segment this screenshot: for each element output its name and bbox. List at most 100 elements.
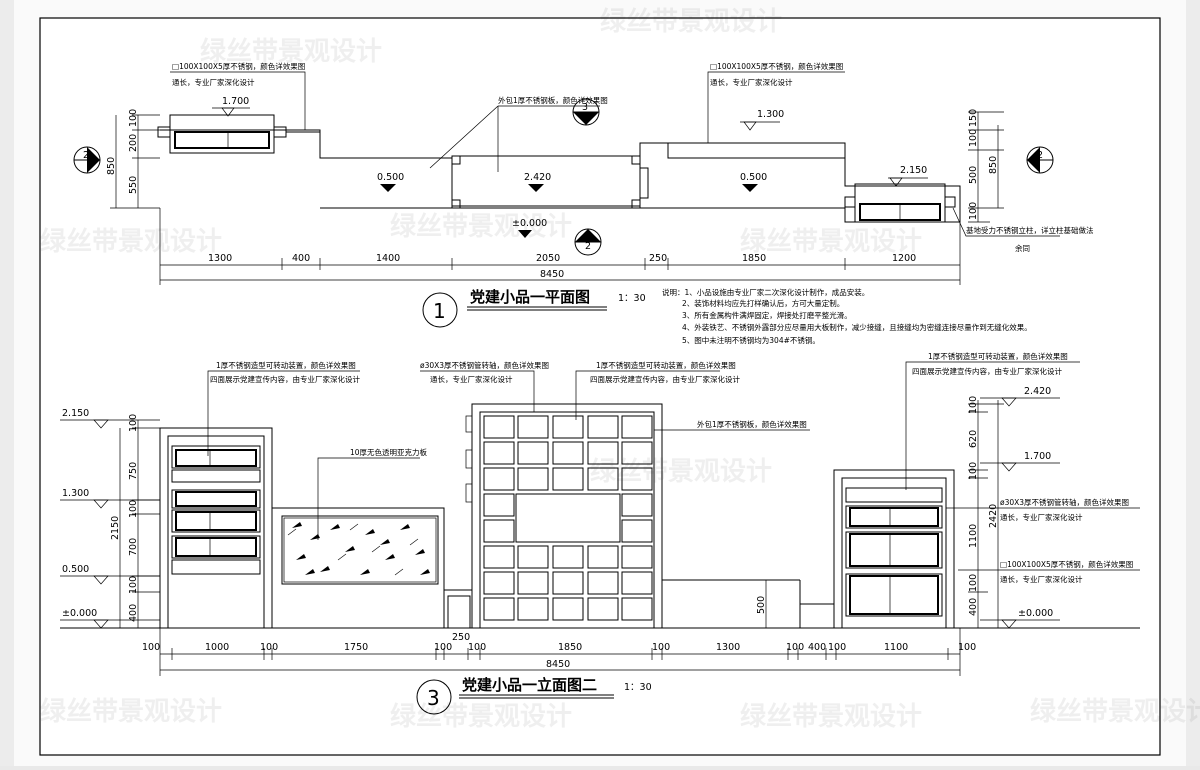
- grid-cell: [587, 441, 619, 465]
- svg-text:1300: 1300: [208, 253, 232, 264]
- grid-cell: [517, 571, 549, 595]
- watermark-text: 绿丝带景观设计: [740, 702, 922, 732]
- svg-text:党建小品一立面图二: 党建小品一立面图二: [462, 676, 597, 694]
- svg-text:8450: 8450: [546, 659, 570, 670]
- svg-text:说明：1、小品设施由专业厂家二次深化设计制作，成品安装。: 说明：1、小品设施由专业厂家二次深化设计制作，成品安装。: [662, 287, 869, 297]
- grid-cell: [621, 545, 653, 569]
- elevation-view: 2.150 1.300 0.500 ±0.000 100 750 2150 10…: [60, 351, 1140, 715]
- grid-cell: [483, 545, 515, 569]
- svg-text:通长，专业厂家深化设计: 通长，专业厂家深化设计: [710, 77, 793, 87]
- svg-text:250: 250: [649, 253, 667, 264]
- svg-text:550: 550: [128, 176, 139, 194]
- svg-text:2420: 2420: [988, 504, 999, 528]
- watermark-text: 绿丝带景观设计: [1030, 697, 1200, 727]
- svg-text:100: 100: [968, 396, 979, 414]
- grid-cell: [517, 467, 549, 491]
- svg-text:100: 100: [786, 642, 804, 653]
- svg-text:250: 250: [452, 632, 470, 643]
- grid-cell: [552, 597, 584, 621]
- svg-text:100: 100: [468, 642, 486, 653]
- svg-text:ø30X3厚不锈钢管转轴，颜色详效果图: ø30X3厚不锈钢管转轴，颜色详效果图: [1000, 497, 1129, 507]
- svg-text:1100: 1100: [884, 642, 908, 653]
- svg-text:2.420: 2.420: [1024, 386, 1051, 397]
- grid-cell: [587, 597, 619, 621]
- grid-cell: [621, 493, 653, 517]
- watermark-text: 绿丝带景观设计: [740, 227, 922, 257]
- grid-cell: [621, 597, 653, 621]
- grid-cell: [621, 441, 653, 465]
- svg-text:±0.000: ±0.000: [62, 608, 97, 619]
- svg-text:基地受力不锈钢立柱，详立柱基础做法: 基地受力不锈钢立柱，详立柱基础做法: [966, 225, 1094, 235]
- grid-cell: [621, 467, 653, 491]
- svg-text:500: 500: [756, 596, 767, 614]
- svg-text:1000: 1000: [205, 642, 229, 653]
- svg-text:100: 100: [142, 642, 160, 653]
- svg-text:850: 850: [106, 157, 117, 175]
- svg-text:1300: 1300: [716, 642, 740, 653]
- watermark-text: 绿丝带景观设计: [390, 212, 572, 242]
- svg-text:ø30X3厚不锈钢管转轴，颜色详效果图: ø30X3厚不锈钢管转轴，颜色详效果图: [420, 360, 549, 370]
- svg-text:1：30: 1：30: [618, 293, 646, 304]
- watermarks: 绿丝带景观设计 绿丝带景观设计 绿丝带景观设计 绿丝带景观设计 绿丝带景观设计 …: [40, 7, 1200, 732]
- watermark-text: 绿丝带景观设计: [600, 7, 782, 37]
- elev-right-levels: 2.420 1.700 ±0.000 100 620 100 2420 1100…: [968, 386, 1060, 629]
- elev-left-levels: 2.150 1.300 0.500 ±0.000 100 750 2150 10…: [60, 408, 160, 629]
- watermark-text: 绿丝带景观设计: [590, 457, 772, 487]
- elevation-label: 0.500: [740, 172, 767, 183]
- svg-text:700: 700: [128, 538, 139, 556]
- watermark-text: 绿丝带景观设计: [390, 702, 572, 732]
- plan-left-dimensions: 100 200 850 550: [106, 109, 160, 209]
- svg-text:750: 750: [128, 462, 139, 480]
- grid-cell: [483, 493, 515, 517]
- svg-text:0.500: 0.500: [62, 564, 89, 575]
- svg-text:1厚不锈钢造型可转动装置，颜色详效果图: 1厚不锈钢造型可转动装置，颜色详效果图: [216, 360, 356, 370]
- grid-cell: [587, 545, 619, 569]
- svg-text:1.300: 1.300: [62, 488, 89, 499]
- grid-cell: [552, 571, 584, 595]
- svg-text:3: 3: [427, 686, 440, 710]
- svg-text:外包1厚不锈钢板，颜色详效果图: 外包1厚不锈钢板，颜色详效果图: [697, 419, 807, 429]
- section-symbol-right: 2: [1026, 146, 1054, 174]
- elevation-label: 2.150: [900, 165, 927, 176]
- svg-text:±0.000: ±0.000: [1018, 608, 1053, 619]
- svg-text:1：30: 1：30: [624, 682, 652, 693]
- svg-text:500: 500: [968, 166, 979, 184]
- svg-text:100: 100: [958, 642, 976, 653]
- svg-text:1厚不锈钢造型可转动装置，颜色详效果图: 1厚不锈钢造型可转动装置，颜色详效果图: [928, 351, 1068, 361]
- svg-text:□100X100X5厚不锈钢，颜色详效果图: □100X100X5厚不锈钢，颜色详效果图: [1000, 559, 1133, 569]
- svg-text:通长，专业厂家深化设计: 通长，专业厂家深化设计: [1000, 512, 1083, 522]
- grid-cell: [587, 571, 619, 595]
- plan-elevation-markers: 1.700 0.500 2.420 0.500 1.300 2.150 ±0.0…: [212, 96, 928, 238]
- elevation-label: ±0.000: [512, 218, 547, 229]
- svg-text:2、装饰材料均应先打样确认后，方可大量定制。: 2、装饰材料均应先打样确认后，方可大量定制。: [682, 298, 844, 308]
- svg-text:8450: 8450: [540, 269, 564, 280]
- plan-view: 1.700 0.500 2.420 0.500 1.300 2.150 ±0.0…: [73, 61, 1094, 345]
- grid-cell: [587, 467, 619, 491]
- svg-text:□100X100X5厚不锈钢，颜色详效果图: □100X100X5厚不锈钢，颜色详效果图: [172, 61, 305, 71]
- svg-text:外包1厚不锈钢板，颜色详效果图: 外包1厚不锈钢板，颜色详效果图: [498, 95, 608, 105]
- svg-text:1200: 1200: [892, 253, 916, 264]
- section-symbol-left: 2: [73, 146, 101, 174]
- svg-text:1.700: 1.700: [1024, 451, 1051, 462]
- grid-cell: [517, 545, 549, 569]
- svg-text:1400: 1400: [376, 253, 400, 264]
- svg-text:2: 2: [83, 150, 89, 161]
- svg-text:1厚不锈钢造型可转动装置，颜色详效果图: 1厚不锈钢造型可转动装置，颜色详效果图: [596, 360, 736, 370]
- svg-text:100: 100: [968, 129, 979, 147]
- center-grid: [483, 415, 653, 621]
- svg-text:2: 2: [1037, 150, 1043, 161]
- watermark-text: 绿丝带景观设计: [40, 697, 222, 727]
- svg-text:党建小品一平面图: 党建小品一平面图: [470, 288, 590, 306]
- svg-text:4、外装铁艺、不锈钢外露部分应尽量用大板制作，减少接缝，且接: 4、外装铁艺、不锈钢外露部分应尽量用大板制作，减少接缝，且接缝均为密缝连接尽量作…: [682, 322, 1032, 332]
- elev-left-rotators: [171, 445, 261, 575]
- grid-cell: [517, 415, 549, 439]
- grid-cell: [483, 441, 515, 465]
- svg-text:400: 400: [292, 253, 310, 264]
- svg-text:100: 100: [260, 642, 278, 653]
- grid-cell: [483, 519, 515, 543]
- svg-text:通长，专业厂家深化设计: 通长，专业厂家深化设计: [172, 77, 255, 87]
- svg-text:100: 100: [434, 642, 452, 653]
- grid-cell: [483, 571, 515, 595]
- grid-cell: [552, 545, 584, 569]
